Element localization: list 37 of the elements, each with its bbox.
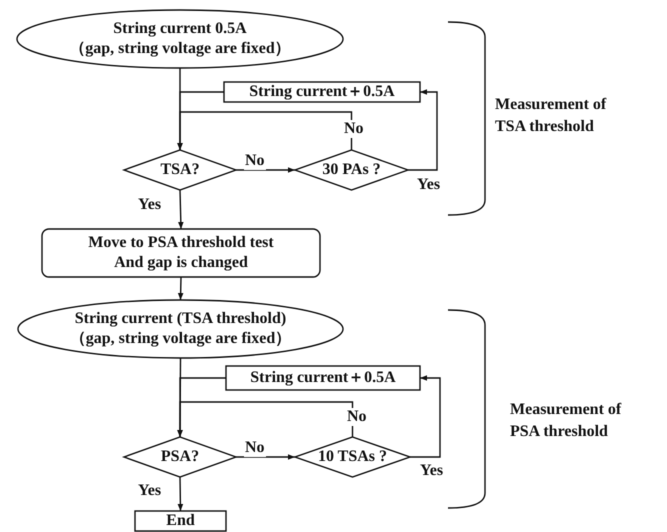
node-text: String current＋0.5A: [250, 368, 396, 388]
decision-diamond: [295, 150, 408, 190]
decision-diamond: [124, 437, 236, 477]
node-text: TSA?: [160, 160, 200, 180]
arrow: [177, 91, 224, 150]
arrow: [236, 454, 295, 460]
edge-label: No: [244, 152, 266, 170]
arrow: [408, 89, 438, 171]
node-text: String current (TSA threshold): [74, 309, 286, 329]
node-text: Move to PSA threshold test And gap is changed: [87, 233, 275, 273]
edge-label: No: [346, 408, 368, 426]
arrow: [177, 377, 226, 437]
node-text: End: [166, 511, 195, 531]
node-text: （gap, string voltage are fixed）: [70, 329, 292, 349]
arrow: [178, 477, 184, 511]
process-box: [42, 229, 320, 277]
arrow: [236, 167, 295, 173]
node-text: PSA?: [160, 447, 200, 467]
decision-diamond: [124, 150, 236, 190]
arrow: [410, 375, 441, 458]
process-box: [224, 82, 420, 102]
node-text: 10 TSAs ?: [318, 447, 388, 467]
end-box: [135, 511, 226, 531]
process-box: [226, 366, 420, 390]
section-label: Measurement of TSA threshold: [495, 95, 608, 137]
node-text: String current 0.5A: [113, 19, 247, 39]
arrow: [178, 276, 184, 300]
arrow: [178, 190, 184, 230]
edge-label: No: [244, 439, 266, 457]
start-terminal: [17, 10, 343, 68]
section-label: Measurement of PSA threshold: [510, 400, 622, 442]
node-text: （gap, string voltage are fixed）: [69, 39, 291, 59]
node-text: 30 PAs ?: [322, 160, 381, 180]
decision-diamond: [295, 437, 410, 477]
edge-label: No: [343, 120, 365, 138]
node-text: String current＋0.5A: [249, 82, 395, 102]
start-terminal: [18, 300, 343, 358]
